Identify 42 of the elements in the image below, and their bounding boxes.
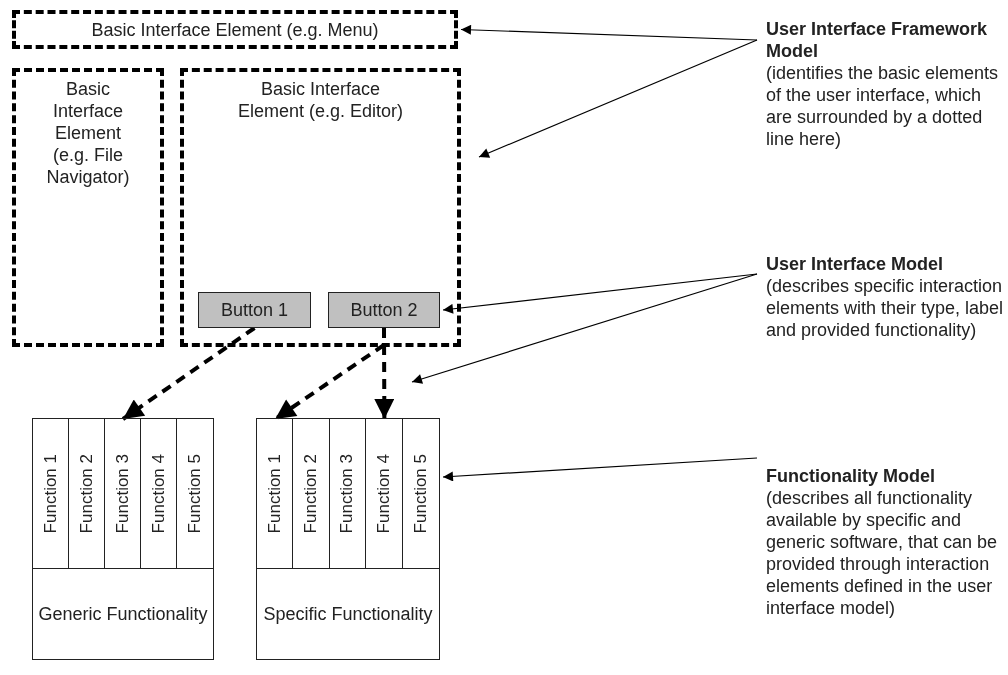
function-label: Function 4 — [148, 453, 169, 534]
function-label: Function 3 — [337, 453, 358, 534]
annotation-text: (describes all functionality available by specific and generic software, that can be provided through interaction elements defined in the user interface model) — [766, 487, 999, 619]
arrow — [442, 273, 758, 314]
function-label: Function 5 — [185, 453, 205, 534]
box-label: Basic Interface Element (e.g. File Navigator) — [45, 78, 131, 188]
function-column — [329, 419, 367, 569]
functionality-block — [256, 418, 440, 660]
interface-element-box — [180, 68, 461, 347]
button: Button 1 — [198, 292, 311, 328]
functionality-block — [32, 418, 214, 660]
function-label: Function 4 — [373, 453, 394, 534]
arrow — [411, 273, 758, 384]
annotation-text: (identifies the basic elements of the user interface, which are surrounded by a dotted line here) — [766, 62, 1000, 150]
function-label: Function 1 — [264, 453, 285, 534]
function-column — [366, 419, 403, 569]
block-label: Specific Functionality — [262, 602, 434, 626]
annotation-text: (describes specific interaction elements with their type, label and provided functionality) — [766, 275, 1005, 341]
function-label: Function 2 — [301, 453, 322, 534]
arrow — [442, 457, 758, 482]
arrow — [478, 39, 758, 158]
box-label: Basic Interface Element (e.g. Editor) — [236, 78, 405, 122]
block-label: Generic Functionality — [37, 602, 209, 626]
annotation-heading: User Interface Model — [766, 253, 945, 275]
function-column — [33, 419, 69, 569]
interface-element-box — [12, 68, 164, 347]
annotation-heading: Functionality Model — [766, 465, 936, 487]
function-label: Function 1 — [40, 453, 61, 534]
box-label: Basic Interface Element (e.g. Menu) — [91, 18, 379, 41]
function-column — [257, 419, 294, 569]
function-column — [69, 419, 105, 569]
function-label: Function 5 — [410, 453, 431, 534]
button: Button 2 — [328, 292, 440, 328]
function-label: Function 3 — [112, 453, 133, 534]
dashed-arrow — [374, 328, 395, 419]
arrow — [460, 24, 758, 41]
interface-element-box — [12, 10, 458, 49]
function-column — [293, 419, 330, 569]
function-column — [105, 419, 141, 569]
function-column — [141, 419, 177, 569]
function-label: Function 2 — [76, 453, 97, 534]
annotation-heading: User Interface Framework Model — [766, 18, 989, 62]
